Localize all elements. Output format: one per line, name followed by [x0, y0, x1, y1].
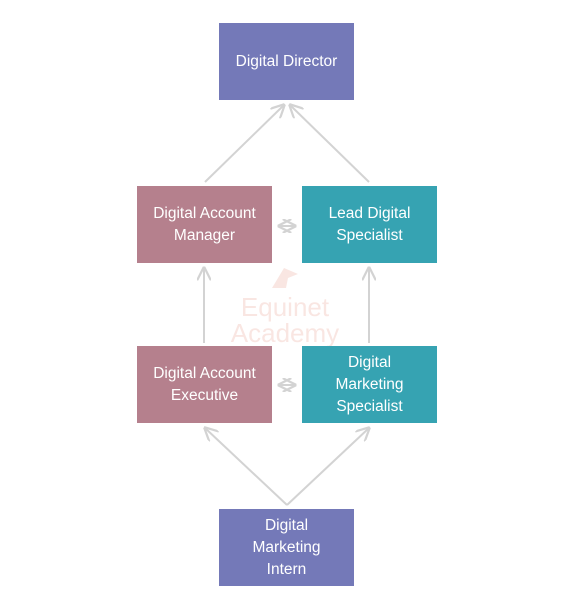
node-lead-digital-specialist: Lead Digital Specialist — [302, 186, 437, 263]
node-label-line: Specialist — [336, 397, 403, 415]
arrow-lead-to-director — [290, 105, 370, 183]
node-label-line: Digital Account — [153, 364, 256, 382]
node-label-line: Specialist — [336, 226, 403, 244]
arrow-manager-to-director — [204, 105, 284, 183]
node-label-line: Digital — [347, 353, 392, 371]
node-label-line: Executive — [170, 386, 239, 404]
arrow-intern-to-executive — [205, 428, 288, 506]
node-label-line: Marketing — [335, 375, 404, 393]
node-digital-director: Digital Director — [219, 23, 354, 100]
node-label-line: Marketing — [252, 538, 321, 556]
node-digital-account-manager: Digital Account Manager — [137, 186, 272, 263]
node-label-line: Digital Account — [153, 204, 256, 222]
node-label-line: Lead Digital — [328, 204, 411, 222]
node-label-line: Manager — [173, 226, 236, 244]
node-label-line: Digital — [264, 516, 309, 534]
node-label-line: Intern — [266, 560, 307, 578]
arrow-intern-to-specialist — [286, 428, 369, 506]
node-label-line: Digital Director — [235, 52, 338, 70]
node-digital-marketing-intern: Digital Marketing Intern — [219, 509, 354, 586]
node-digital-marketing-specialist: Digital Marketing Specialist — [302, 346, 437, 423]
node-digital-account-executive: Digital Account Executive — [137, 346, 272, 423]
